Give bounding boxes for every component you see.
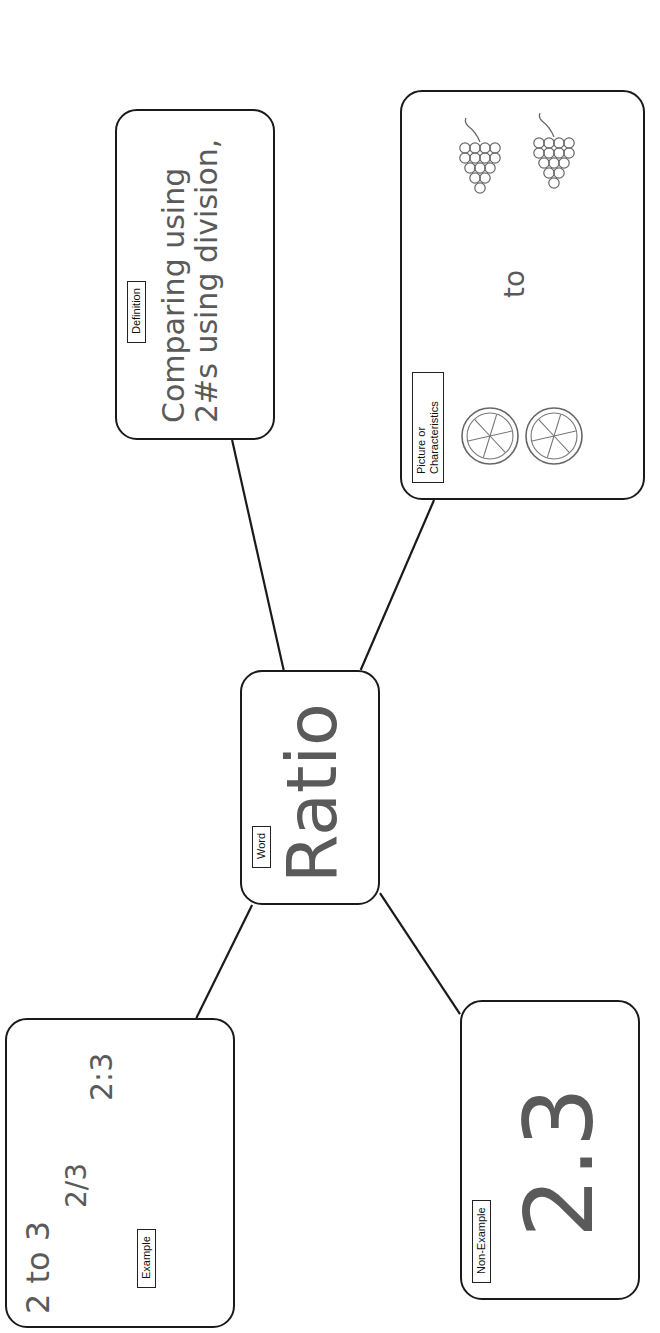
picture-text: to: [500, 270, 531, 298]
word-text: Ratio: [274, 703, 351, 883]
example-box: Example 2 to 32/3 2:3: [5, 1018, 235, 1328]
box-label: Definition: [127, 281, 146, 343]
picture-box: Picture or Characteristics to: [400, 90, 645, 500]
box-label: Example: [137, 1229, 156, 1288]
non-example-box: Non-Example 2.3: [460, 1000, 640, 1300]
connector-line: [196, 905, 252, 1018]
non-example-text: 2.3: [507, 1087, 612, 1238]
definition-box: Definition Comparing using 2#s using divi…: [115, 109, 275, 440]
connector-line: [380, 893, 460, 1014]
word-box: WordRatio: [240, 670, 380, 905]
example-text: 2/3: [62, 1163, 93, 1208]
example-text: 2:3: [85, 1053, 118, 1101]
definition-text: Comparing using 2#s using division,: [157, 123, 223, 423]
connector-line: [232, 440, 284, 670]
connector-line: [361, 500, 434, 670]
box-label: Non-Example: [472, 1200, 491, 1283]
box-label: Word: [252, 826, 271, 868]
example-text: 2 to 3: [21, 1221, 56, 1314]
box-label: Picture or Characteristics: [412, 372, 444, 483]
